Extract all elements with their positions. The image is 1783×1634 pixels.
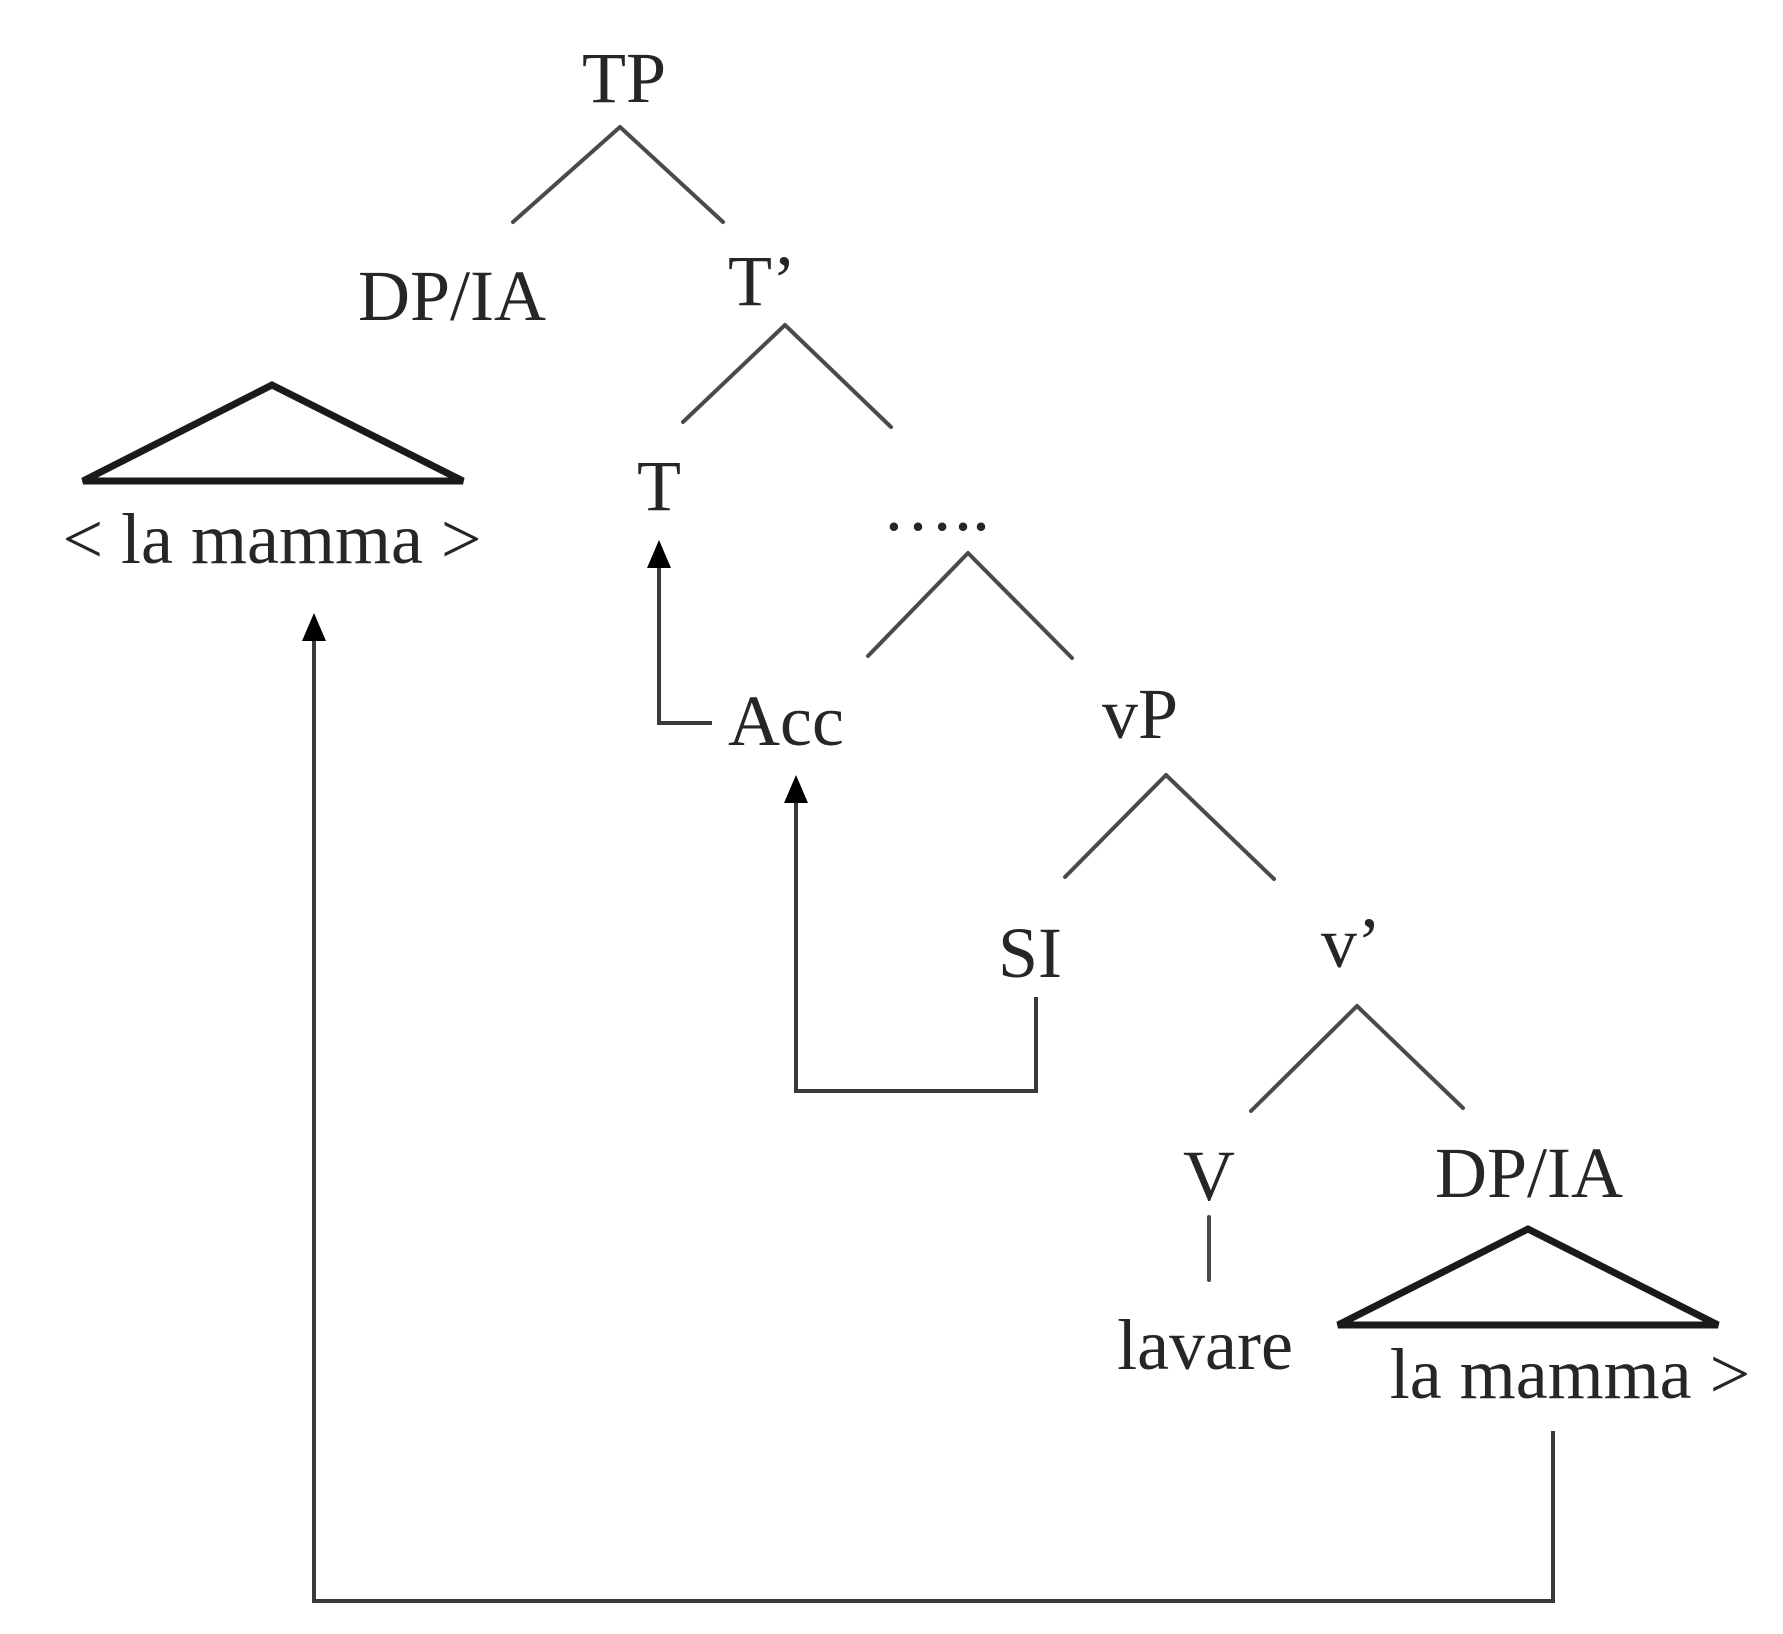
branch-vbar-v: [1249, 1004, 1359, 1113]
node-la-mamma-bottom: la mamma >: [1390, 1334, 1751, 1414]
branch-tbar-t: [681, 323, 787, 424]
movement-arrows: [302, 540, 1555, 1603]
branch-ellipsis-acc: [866, 551, 970, 658]
branch-tp-dp: [511, 125, 622, 224]
node-lavare: lavare: [1117, 1305, 1293, 1385]
branch-tbar-ellipsis: [783, 323, 893, 429]
node-ellipsis: …..: [882, 466, 990, 546]
move-path-dp-to-spec-tp: [312, 638, 1555, 1603]
branch-vp-vbar: [1164, 773, 1276, 881]
branch-ellipsis-vp: [966, 551, 1074, 660]
branch-tp-tbar: [618, 125, 725, 224]
node-dp-ia-top: DP/IA: [358, 256, 546, 336]
arrowhead-top-dp: [302, 613, 326, 641]
branch-vp-si: [1063, 773, 1168, 879]
triangle-top-dp: [81, 381, 465, 485]
move-path-si-to-acc: [794, 800, 1038, 1093]
tree-branches: [511, 125, 1465, 1282]
node-acc: Acc: [728, 681, 844, 761]
node-dp-ia-bottom: DP/IA: [1435, 1133, 1623, 1213]
node-v-head: V: [1183, 1136, 1235, 1216]
node-si: SI: [998, 913, 1062, 993]
node-t-bar: T’: [728, 241, 796, 321]
node-v-bar: v’: [1321, 903, 1381, 983]
arrowhead-acc: [784, 775, 808, 803]
node-tp: TP: [582, 38, 666, 118]
node-labels: TP DP/IA T’ T ….. Acc vP SI v’ V DP/IA l…: [62, 38, 1750, 1414]
node-la-mamma-top: < la mamma >: [62, 499, 481, 579]
branch-vbar-dp: [1355, 1004, 1465, 1110]
arrowhead-t: [647, 540, 671, 568]
move-path-acc-to-t: [657, 565, 712, 725]
node-t-head: T: [637, 446, 681, 526]
triangle-bottom-dp: [1336, 1225, 1720, 1329]
node-vp: vP: [1102, 674, 1178, 754]
